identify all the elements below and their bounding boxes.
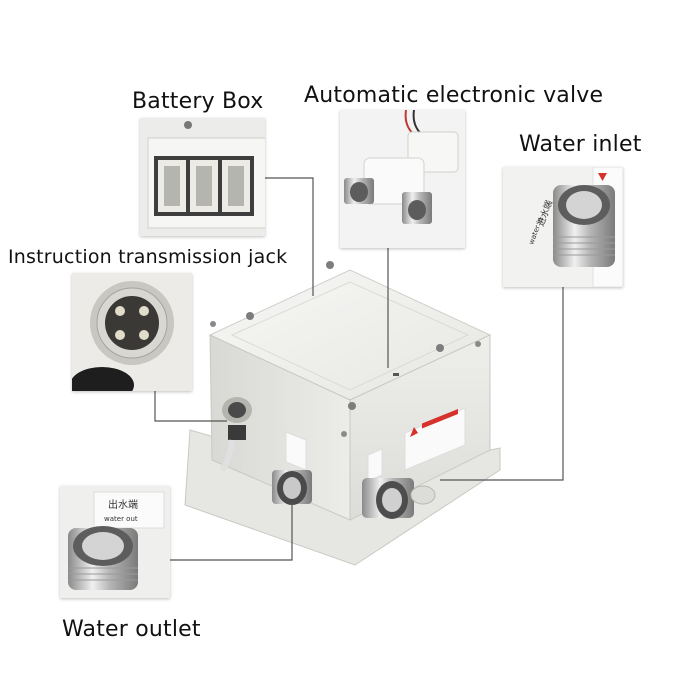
- water-inlet-photo: 进水端 water in: [503, 167, 623, 287]
- valve-label: Automatic electronic valve: [304, 83, 604, 108]
- water-outlet-photo: 出水端 water out: [60, 486, 170, 598]
- box-jack: [219, 397, 252, 472]
- box-body: [208, 261, 492, 521]
- battery-box-photo: [140, 118, 265, 236]
- water-inlet-label: Water inlet: [519, 132, 642, 157]
- side-stickers: [285, 431, 383, 482]
- box-water-outlet: [272, 470, 312, 505]
- battery-box-label: Battery Box: [132, 89, 264, 114]
- valve-photo: [340, 110, 465, 248]
- outlet-sticker-en: water out: [104, 515, 138, 523]
- jack-label: Instruction transmission jack: [8, 246, 288, 268]
- outlet-sticker-cn: 出水端: [108, 498, 138, 511]
- jack-photo: [72, 273, 192, 391]
- water-outlet-label: Water outlet: [62, 617, 201, 642]
- box-water-inlet: [362, 478, 436, 519]
